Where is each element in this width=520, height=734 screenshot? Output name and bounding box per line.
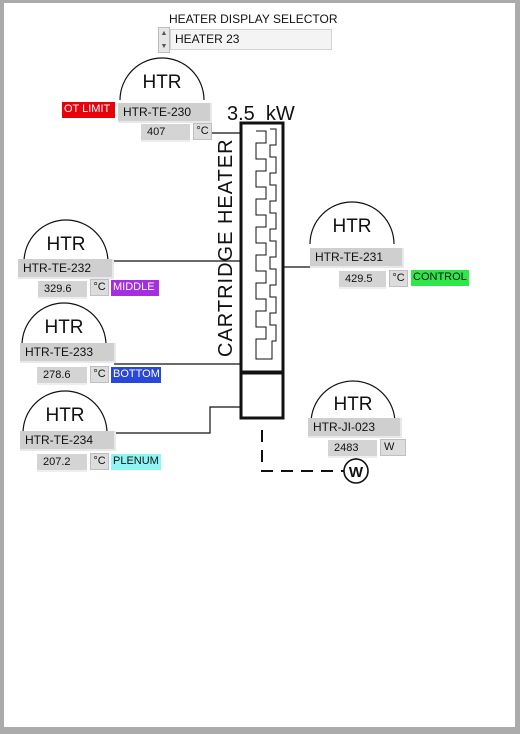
- value-te234: 207.2: [37, 454, 87, 472]
- value-te231: 429.5: [339, 271, 386, 289]
- plenum-badge: PLENUM: [111, 454, 161, 470]
- bubble-label-ji023: HTR: [333, 394, 373, 415]
- tag-te231: HTR-TE-231: [310, 248, 404, 268]
- unit-te234: °C: [90, 453, 109, 470]
- cartridge-heater-label: CARTRIDGE HEATER: [215, 138, 237, 357]
- tag-te232: HTR-TE-232: [18, 259, 114, 279]
- unit-ji023: W: [380, 439, 406, 456]
- tag-ji023: HTR-JI-023: [308, 418, 402, 438]
- bubble-label-te231: HTR: [332, 216, 372, 237]
- heater-display-panel: HEATER DISPLAY SELECTOR ▲ ▼ HEATER 23 W …: [4, 3, 515, 727]
- bubble-te234: [22, 390, 108, 434]
- control-badge: CONTROL: [411, 270, 469, 286]
- ot-limit-badge: OT LIMIT: [62, 102, 115, 118]
- wattmeter-symbol-label: W: [349, 464, 364, 481]
- bubble-label-te233: HTR: [44, 317, 84, 338]
- value-ji023: 2483: [328, 440, 377, 458]
- unit-te233: °C: [90, 366, 109, 383]
- heater-base-block: [239, 371, 285, 420]
- unit-te230: °C: [193, 123, 212, 140]
- bubble-te233: [21, 302, 107, 346]
- bubble-te230: [119, 57, 205, 101]
- wattmeter-wire: [261, 430, 344, 472]
- bubble-label-te232: HTR: [46, 234, 86, 255]
- tag-te230: HTR-TE-230: [118, 103, 212, 123]
- heating-element-coil: [255, 128, 277, 360]
- value-te230: 407: [141, 124, 190, 142]
- heater-power-rating: 3.5 kW: [227, 103, 295, 125]
- value-te232: 329.6: [38, 281, 87, 299]
- triangle-up-icon[interactable]: ▲: [160, 30, 168, 37]
- selector-spinner[interactable]: ▲ ▼: [158, 27, 170, 53]
- bubble-te232: [23, 219, 109, 263]
- unit-te232: °C: [90, 279, 109, 296]
- unit-te231: °C: [389, 270, 408, 287]
- middle-badge: MIDDLE: [111, 280, 159, 296]
- tag-te233: HTR-TE-233: [20, 343, 116, 363]
- wire-te234: [108, 406, 242, 434]
- heater-selector-field[interactable]: HEATER 23: [170, 29, 332, 50]
- bubble-ji023: [310, 380, 396, 424]
- bottom-badge: BOTTOM: [111, 367, 161, 383]
- selector-title: HEATER DISPLAY SELECTOR: [169, 12, 338, 26]
- heater-schematic: W 3.5 kW CARTRIDGE HEATER: [21, 57, 396, 484]
- bubble-te231: [309, 201, 395, 245]
- bubble-label-te230: HTR: [142, 72, 182, 93]
- bubble-label-te234: HTR: [45, 405, 85, 426]
- triangle-down-icon[interactable]: ▼: [160, 43, 168, 50]
- tag-te234: HTR-TE-234: [20, 431, 116, 451]
- value-te233: 278.6: [37, 367, 87, 385]
- cartridge-heater-body: [239, 121, 285, 374]
